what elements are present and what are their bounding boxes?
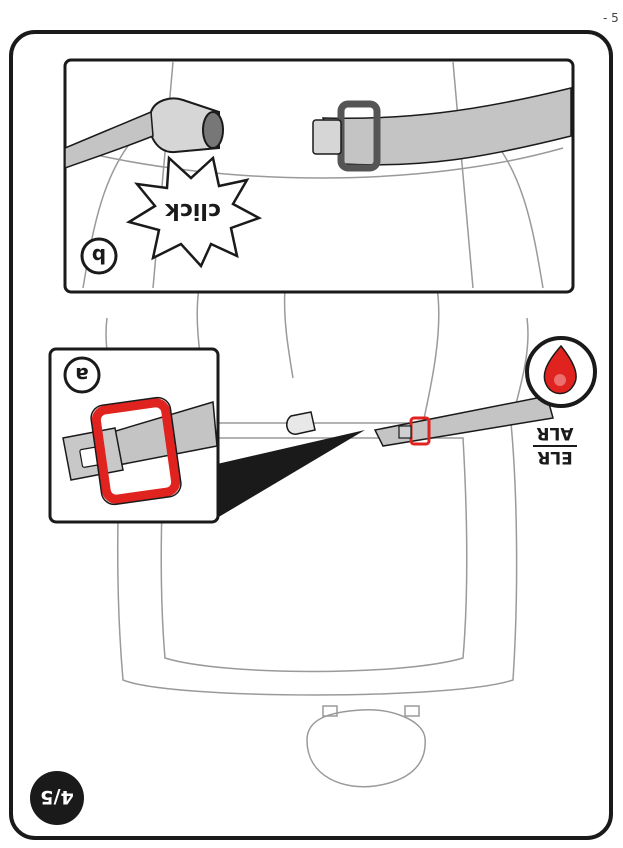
panel-b-seat-line-2 bbox=[452, 61, 474, 289]
click-burst-icon bbox=[125, 155, 263, 269]
panel-b-buckle-strap bbox=[64, 110, 154, 170]
rotated-page: - 5 4/5 bbox=[9, 11, 619, 840]
retractor-label: ELR ALR bbox=[533, 423, 577, 467]
seat-cushion-line-left bbox=[422, 287, 440, 424]
retractor-label-top: ELR bbox=[537, 447, 573, 467]
panel-b-label-circle bbox=[80, 237, 118, 275]
seat-cushion-line-mid bbox=[283, 287, 294, 379]
retractor-pin-icon bbox=[543, 344, 577, 395]
panel-a-label: a bbox=[75, 363, 89, 387]
seat-backrest-inner bbox=[160, 437, 468, 673]
corner-mark: - 5 bbox=[603, 11, 619, 25]
panel-b-buckle-mouth bbox=[202, 111, 224, 149]
panel-a-label-circle bbox=[63, 356, 101, 394]
step-badge: 4/5 bbox=[30, 771, 84, 825]
callout-pointer bbox=[217, 430, 365, 518]
detail-panel-a: a bbox=[48, 347, 220, 524]
step-badge-text: 4/5 bbox=[40, 786, 73, 808]
headrest-post-right bbox=[322, 705, 338, 717]
retractor-pin-dot bbox=[554, 374, 566, 386]
seat-backrest bbox=[116, 422, 518, 696]
latch-tongue-small bbox=[398, 425, 412, 439]
panel-b-label: b bbox=[92, 244, 106, 268]
panel-a-latch-plate bbox=[91, 398, 181, 504]
panel-b-frame bbox=[63, 58, 575, 294]
panel-a-latch-plate-outline bbox=[90, 396, 182, 506]
headrest-post-left bbox=[404, 705, 420, 717]
page-frame bbox=[9, 30, 613, 840]
seat-headrest bbox=[306, 709, 426, 788]
step-badge-circle bbox=[30, 771, 84, 825]
retractor-label-bottom: ALR bbox=[536, 423, 573, 443]
panel-b-latch-tongue bbox=[312, 119, 342, 155]
retractor-indicator bbox=[525, 336, 597, 408]
panel-b-belt bbox=[321, 87, 572, 166]
detail-panel-b: click b bbox=[63, 58, 575, 294]
panel-b-seat-line-5 bbox=[66, 147, 564, 179]
click-text: click bbox=[164, 198, 221, 223]
buckle-receiver bbox=[286, 411, 316, 435]
